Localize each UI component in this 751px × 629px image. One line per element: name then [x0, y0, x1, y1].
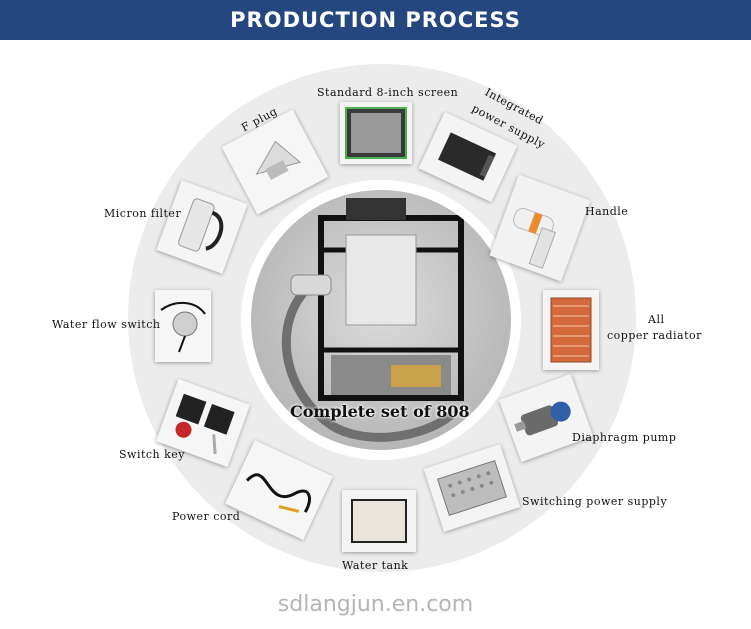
water-flow-switch-label: Water flow switch — [52, 318, 161, 331]
switching-power-label: Switching power supply — [522, 495, 668, 508]
center-label: Complete set of 808 — [290, 402, 470, 421]
integrated-power-photo — [418, 111, 518, 203]
header-banner: PRODUCTION PROCESS — [0, 0, 751, 40]
water-flow-switch-photo — [155, 290, 211, 362]
micron-filter-photo — [156, 180, 248, 274]
complete-machine-photo — [251, 190, 511, 450]
micron-filter-label: Micron filter — [104, 207, 182, 220]
screen-label: Standard 8-inch screen — [317, 86, 459, 99]
screen-photo — [340, 102, 412, 164]
handle-photo — [489, 174, 591, 282]
copper-radiator-label-line2: copper radiator — [607, 329, 702, 342]
switch-key-photo — [156, 378, 250, 468]
f-plug-photo — [221, 109, 329, 215]
copper-radiator-label-line1: All — [648, 313, 665, 326]
switching-power-photo — [423, 444, 521, 532]
power-cord-label: Power cord — [172, 510, 241, 523]
page-title: PRODUCTION PROCESS — [230, 8, 521, 32]
watermark: sdlangjun.en.com — [277, 592, 474, 617]
diaphragm-pump-label: Diaphragm pump — [572, 431, 677, 444]
water-tank-label: Water tank — [342, 559, 409, 572]
switch-key-label: Switch key — [119, 448, 186, 461]
copper-radiator-photo — [543, 290, 599, 370]
handle-label: Handle — [585, 205, 629, 218]
diaphragm-pump-photo — [499, 373, 593, 463]
power-cord-photo — [225, 440, 333, 540]
water-tank-photo — [342, 490, 416, 552]
